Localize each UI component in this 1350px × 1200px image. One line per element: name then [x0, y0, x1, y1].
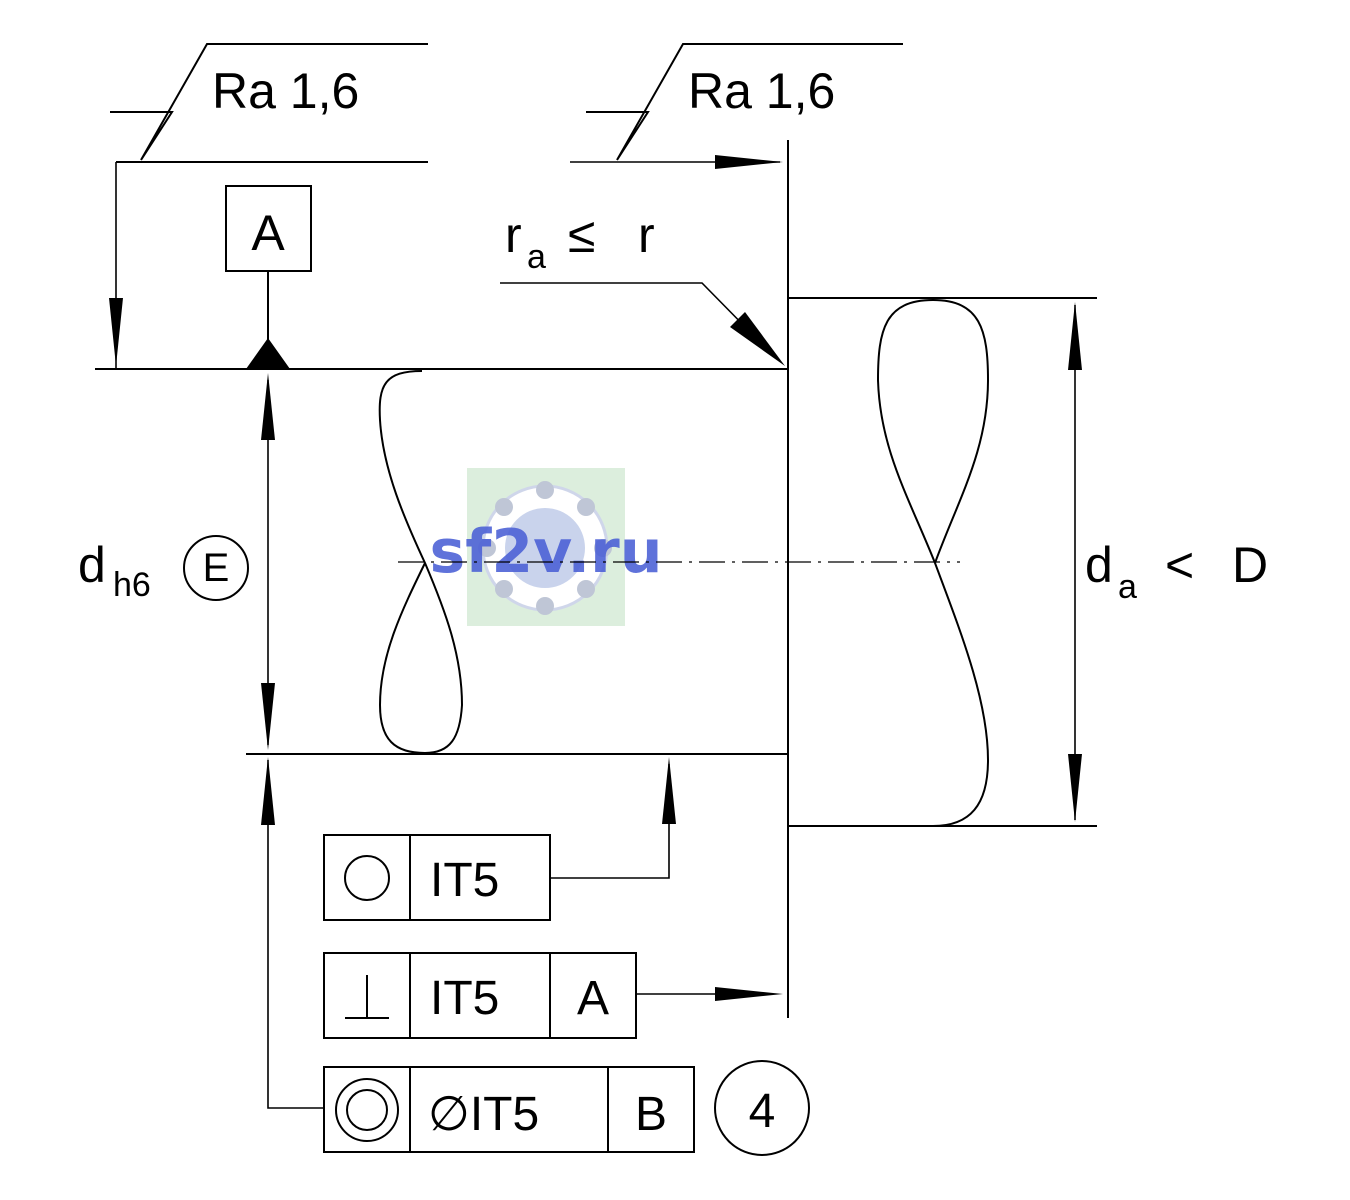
frame-value: ∅IT5: [428, 1088, 539, 1141]
surface-finish-right: Ra 1,6: [570, 43, 903, 169]
shaft-break-line: [378, 370, 464, 755]
roundness-leader: [550, 764, 670, 879]
frame-value: IT5: [430, 854, 499, 907]
tolerance-frame-roundness: IT5: [323, 757, 676, 921]
shaft-diameter-tolerance: h6: [113, 566, 151, 604]
leader-arrow-icon: [715, 987, 783, 1001]
shaft-diameter-symbol: d: [78, 537, 106, 593]
perpendicularity-icon: [345, 975, 389, 1019]
dim-arrow-down-icon: [1068, 754, 1082, 822]
dim-arrow-up-icon: [1068, 302, 1082, 370]
surface-finish-label: Ra 1,6: [688, 63, 835, 119]
housing-diameter-dimension: d a < D: [1068, 302, 1268, 822]
housing-diameter-symbol: d: [1085, 537, 1113, 593]
fillet-relation: ≤: [568, 207, 595, 263]
housing-shoulder: [787, 140, 1097, 1018]
fillet-symbol: r: [505, 207, 522, 263]
housing-diameter-subscript: a: [1118, 568, 1137, 606]
envelope-letter: E: [203, 546, 230, 590]
dim-arrow-up-icon: [261, 373, 275, 440]
surface-finish-symbol-icon: [586, 43, 903, 161]
tolerance-frame-concentricity: ∅IT5 B: [261, 757, 695, 1153]
envelope-circle-icon: [183, 535, 249, 601]
finish-arrow-icon: [109, 298, 123, 366]
frame-border: [323, 952, 637, 1039]
fillet-subscript: a: [527, 238, 546, 276]
watermark-text: sf2v.ru: [430, 517, 663, 587]
frame-value: IT5: [430, 972, 499, 1025]
roundness-icon: [344, 855, 390, 901]
footnote-circle-icon: [714, 1060, 810, 1156]
housing-diameter-rhs: D: [1232, 537, 1268, 593]
footnote-number: 4: [749, 1085, 776, 1138]
datum-a-letter: A: [251, 205, 285, 261]
concentricity-icon: [335, 1078, 399, 1142]
surface-finish-left: Ra 1,6: [110, 43, 428, 163]
footnote-marker: 4: [714, 1060, 810, 1156]
leader-arrow-icon: [662, 757, 676, 824]
datum-triangle-icon: [246, 338, 290, 369]
shoulder-break-upper: [932, 299, 990, 564]
shaft-body: [95, 368, 788, 755]
fillet-rhs: r: [638, 207, 655, 263]
datum-a-feature: A: [225, 185, 312, 369]
fillet-leader: [500, 282, 761, 343]
bearing-balls-icon: [478, 481, 612, 615]
shaft-diameter-dimension: d h6 E: [78, 373, 275, 750]
frame-border: [323, 1066, 695, 1153]
concentricity-leader: [267, 760, 324, 1109]
frame-datum: B: [635, 1088, 667, 1141]
fillet-note: r a ≤ r: [500, 207, 785, 366]
watermark-logo: sf2v.ru: [430, 468, 663, 626]
leader-arrow-icon: [261, 757, 275, 825]
finish-arrow-icon: [715, 155, 783, 169]
fillet-arrow-icon: [730, 312, 785, 366]
tolerance-frame-perpendicularity: IT5 A: [323, 952, 783, 1039]
surface-finish-label: Ra 1,6: [212, 63, 359, 119]
surface-finish-symbol-icon: [110, 43, 428, 161]
shoulder-break-lower: [876, 299, 990, 827]
housing-diameter-relation: <: [1165, 537, 1194, 593]
frame-datum: A: [577, 972, 609, 1025]
dim-arrow-down-icon: [261, 683, 275, 750]
bearing-inner-icon: [505, 508, 585, 588]
